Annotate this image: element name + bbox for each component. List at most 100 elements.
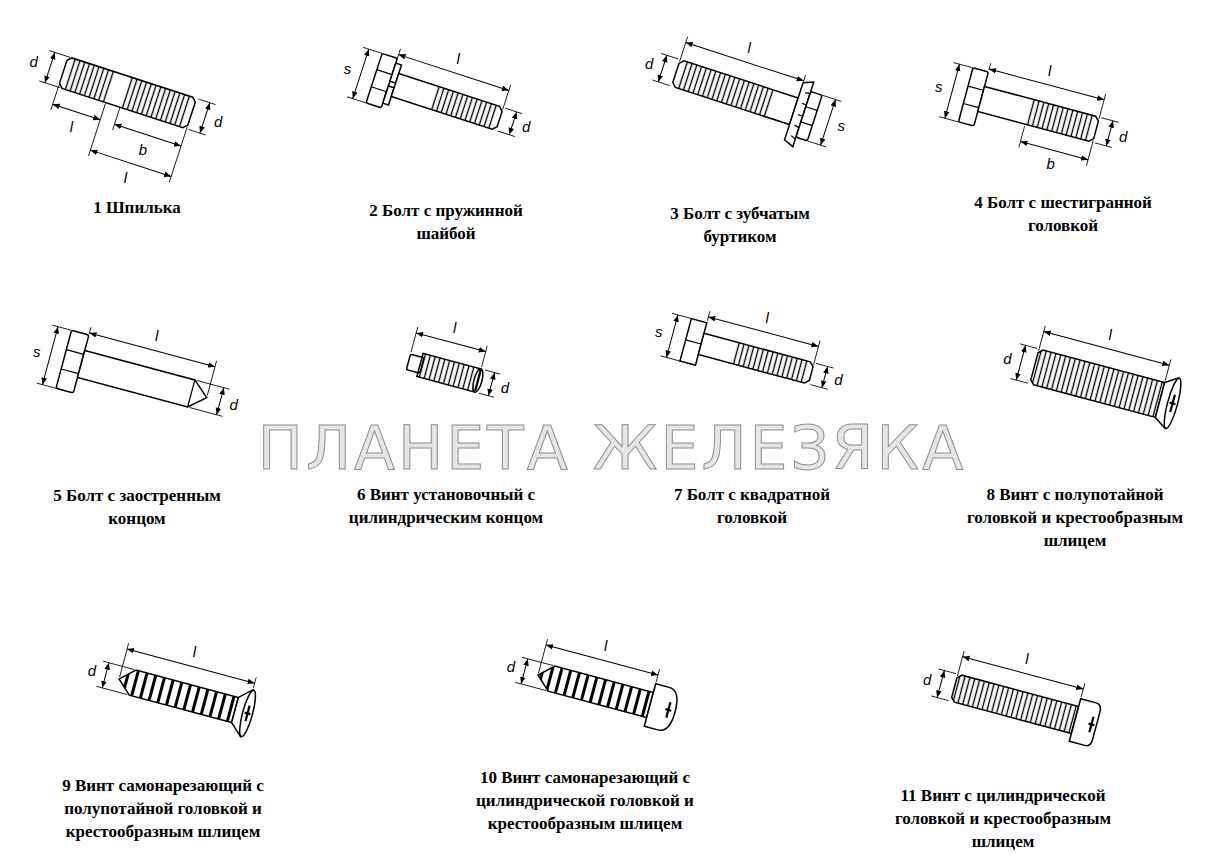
dimension-line (989, 69, 1104, 100)
dimension-line (822, 366, 828, 387)
slot-mark (1167, 394, 1177, 413)
cheese-head-screw-drawing (929, 646, 1106, 747)
thread-hatch (1025, 99, 1095, 141)
edge-line (686, 340, 701, 344)
dimension-letter: s (655, 324, 663, 341)
dimension-line (937, 671, 944, 698)
dimension-line (42, 327, 58, 385)
dimension-letter: l (155, 328, 158, 345)
dimension-letter: d (507, 659, 515, 676)
extension-line (37, 317, 236, 431)
extension-line (347, 38, 530, 150)
part-outline (237, 689, 259, 738)
thread-hatch (675, 61, 775, 117)
dimension-line (686, 42, 804, 80)
dimension-line (821, 100, 836, 146)
coarse-thread-outline (116, 666, 239, 722)
dimension-letter: b (139, 142, 147, 159)
dimension-letter: l (456, 51, 459, 68)
dimension-letter: b (1046, 156, 1054, 173)
dimension-letter: s (935, 79, 943, 96)
slot-mark (243, 705, 253, 722)
part-outline (1069, 699, 1102, 747)
dimension-letter: l (1025, 651, 1028, 668)
figure-caption: 2 Болт с пружинной шайбой (351, 200, 541, 246)
thread-hatch (62, 58, 116, 103)
dimension-letter: d (501, 380, 509, 397)
thread-outline (1030, 349, 1165, 417)
dimension-letter: s (344, 61, 352, 78)
dimension-letter: d (645, 56, 653, 73)
dimension-letter: d (214, 114, 222, 131)
thread-hatch (731, 342, 810, 383)
tapping-countersunk-screw-drawing (94, 638, 262, 738)
dimension-line (200, 103, 210, 133)
dimension-line (945, 64, 959, 118)
coarse-thread-outline (535, 662, 654, 717)
figure-caption: 3 Болт с зубчатым буртиком (645, 203, 835, 249)
extension-line (931, 646, 1085, 734)
set-screw-drawing (405, 327, 506, 397)
part-outline (471, 368, 485, 393)
dimension-line (658, 55, 667, 82)
dimension-line (1106, 121, 1113, 146)
dimension-letter: l (765, 310, 768, 327)
dimension-letter: d (230, 397, 238, 414)
flange-bolt-drawing (646, 31, 845, 157)
dimension-line (114, 124, 181, 146)
dimension-letter: l (124, 170, 127, 187)
dimension-letter: l (604, 638, 607, 655)
dimension-line (53, 104, 101, 119)
extension-line (405, 327, 506, 397)
dimension-letter: d (522, 119, 530, 136)
dimension-line (666, 315, 677, 358)
dimension-letter: d (1003, 351, 1011, 368)
dimension-line (1016, 345, 1025, 380)
figure-caption: 4 Болт с шестигранной головкой (963, 192, 1163, 238)
dimension-letter: l (747, 40, 750, 57)
part-outline (978, 86, 1100, 142)
tapping-pan-screw-drawing (513, 634, 685, 733)
dimension-line (353, 49, 369, 98)
dimension-letter: d (1119, 129, 1127, 146)
extension-line (649, 31, 845, 147)
dimension-line (546, 645, 658, 675)
figure-caption: 5 Болт с заостренным концом (37, 485, 237, 531)
dimension-letter: d (923, 672, 931, 689)
figure-caption: 9 Винт самонарезающий с полупотайной гол… (51, 775, 276, 844)
dimension-line (509, 112, 516, 135)
extension-line (1010, 321, 1170, 418)
pointed-bolt-drawing (37, 317, 236, 431)
dimension-line (45, 52, 55, 82)
extension-line (515, 634, 659, 717)
dimension-line (416, 333, 486, 352)
part-outline (1161, 377, 1184, 430)
part-outline (78, 350, 211, 411)
figure-caption: 7 Болт с квадратной головкой (657, 484, 847, 530)
dimension-line (90, 150, 171, 176)
dimension-line (102, 663, 109, 688)
extension-line (96, 638, 256, 726)
dimension-line (521, 659, 528, 684)
dimension-letter: d (30, 54, 38, 71)
dimension-letter: l (1048, 63, 1051, 80)
slot-mark (475, 370, 481, 391)
dimension-letter: l (453, 320, 456, 337)
slot-mark (1086, 716, 1096, 733)
dimension-letter: d (88, 663, 96, 680)
extension-line (22, 51, 216, 189)
part-outline (391, 74, 503, 131)
thread-hatch (120, 77, 193, 128)
dimension-letter: d (834, 372, 842, 389)
part-outline (672, 60, 799, 125)
thread-outline (417, 353, 481, 392)
watermark: ПЛАНЕТА ЖЕЛЕЗЯКА (258, 418, 966, 478)
thread-hatch (429, 86, 499, 129)
figure-caption: 8 Винт с полупотайной головкой и крестоо… (960, 484, 1190, 553)
dimension-line (127, 649, 255, 683)
dimension-letter: s (33, 344, 41, 361)
stud-drawing (22, 51, 216, 189)
dimension-line (488, 373, 494, 396)
dimension-letter: l (193, 644, 196, 661)
